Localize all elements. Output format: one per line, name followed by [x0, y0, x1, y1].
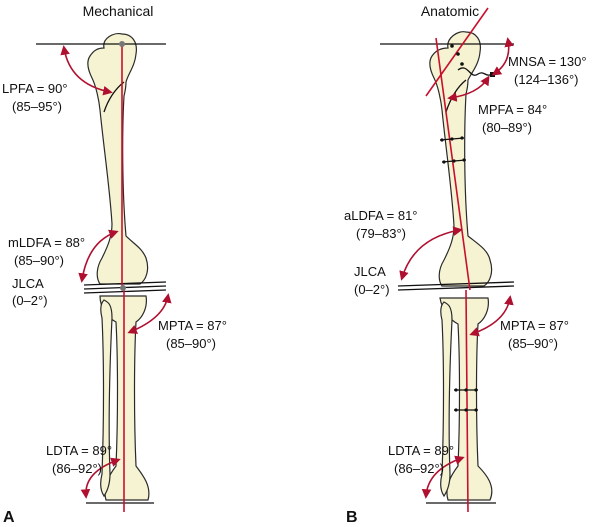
mnsa-range: (124–136°)	[514, 72, 578, 87]
knee-center-marker	[120, 285, 126, 291]
mpta-range-b: (85–90°)	[508, 336, 558, 351]
femur-a	[87, 33, 149, 285]
ldta-label-b: LDTA = 89°	[388, 443, 454, 458]
mpta-label-b: MPTA = 87°	[500, 318, 569, 333]
lpfa-arc	[60, 45, 113, 96]
mldfa-range: (85–90°)	[14, 253, 64, 268]
knee-joint-line-tibial-b	[397, 285, 515, 291]
mldfa-arc	[78, 229, 119, 283]
knee-joint-line-femoral-a	[83, 281, 167, 286]
mpta-arc-b	[469, 295, 514, 337]
mpfa-range: (80–89°)	[482, 120, 532, 135]
tibial-anatomic-axis	[465, 289, 469, 513]
panel-b-letter: B	[346, 509, 358, 526]
aldfa-arc	[399, 226, 463, 281]
jlca-range-b: (0–2°)	[354, 282, 390, 297]
mpta-arc-a	[127, 293, 172, 334]
tibial-shaft-markers	[454, 388, 478, 412]
lpfa-range: (85–95°)	[12, 99, 62, 114]
knee-joint-line-femoral-b	[397, 281, 515, 287]
panel-b-title: Anatomic	[421, 3, 479, 19]
mpfa-label: MPFA = 84°	[478, 102, 547, 117]
femoral-neck-axis	[425, 7, 489, 97]
femur-b	[429, 31, 493, 287]
ldta-label-a: LDTA = 89°	[46, 443, 112, 458]
jlca-label-a: JLCA	[12, 276, 44, 291]
ldta-range-a: (86–92°)	[52, 461, 102, 476]
jlca-range-a: (0–2°)	[12, 293, 48, 308]
panel-a-title: Mechanical	[83, 3, 154, 19]
aldfa-range: (79–83°)	[356, 226, 406, 241]
mpta-label-a: MPTA = 87°	[158, 318, 227, 333]
mldfa-label: mLDFA = 88°	[8, 235, 85, 250]
jlca-label-b: JLCA	[354, 264, 386, 279]
mnsa-label: MNSA = 130°	[508, 54, 587, 69]
ldta-arc-a	[80, 457, 121, 499]
panel-a-letter: A	[3, 509, 15, 526]
panel-a: Mechanical A LPFA = 90° (85–95°) mLD	[2, 3, 227, 526]
ldta-arc-b	[421, 455, 465, 499]
aldfa-label: aLDFA = 81°	[344, 208, 418, 223]
femoral-shaft-markers	[439, 136, 467, 164]
mnsa-arc	[491, 37, 514, 76]
hip-center-marker	[119, 41, 125, 47]
panel-b: Anatomic B	[344, 3, 587, 526]
femoral-anatomic-axis	[435, 37, 471, 291]
knee-joint-line-extra-a	[83, 289, 167, 294]
mpfa-arc	[447, 75, 490, 102]
lpfa-label: LPFA = 90°	[2, 81, 68, 96]
ldta-range-b: (86–92°)	[394, 461, 444, 476]
mpta-range-a: (85–90°)	[166, 336, 216, 351]
